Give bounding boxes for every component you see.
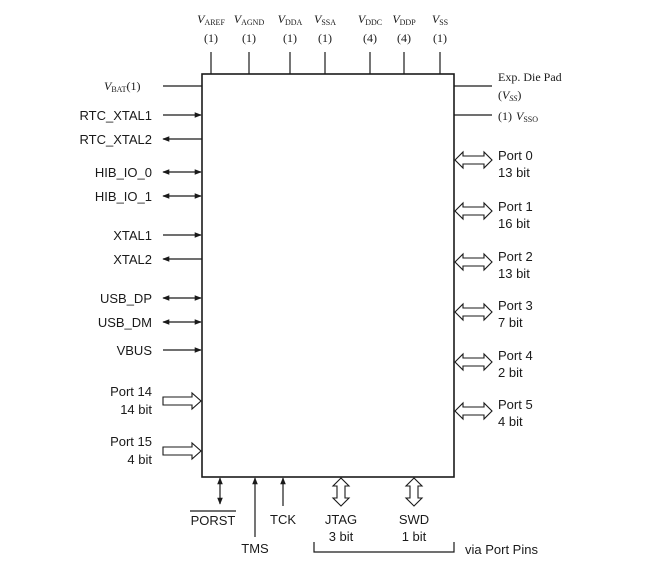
label-port14-width: 14 bit: [120, 402, 152, 417]
chip-body: [201, 73, 455, 478]
count-vss-top: (1): [433, 31, 447, 45]
label-port14-name: Port 14: [110, 384, 152, 399]
label-port0-width: 13 bit: [498, 165, 530, 180]
label-rtc-xtal2: RTC_XTAL2: [80, 132, 153, 147]
label-port3-name: Port 3: [498, 298, 533, 313]
count-vdda: (1): [283, 31, 297, 45]
label-port4-width: 2 bit: [498, 365, 523, 380]
label-usb-dp: USB_DP: [100, 291, 152, 306]
bus-arrow-port4: [454, 352, 493, 372]
label-exp-die-pad-vss: (VSS): [498, 88, 521, 103]
label-port15-name: Port 15: [110, 434, 152, 449]
label-port15-width: 4 bit: [127, 452, 152, 467]
label-vddp: VDDP: [392, 12, 416, 27]
count-vagnd: (1): [242, 31, 256, 45]
label-vssa: VSSA: [314, 12, 336, 27]
label-jtag-name: JTAG: [325, 512, 357, 527]
bus-arrow-port3: [454, 302, 493, 322]
label-rtc-xtal1: RTC_XTAL1: [80, 108, 153, 123]
label-vss-top: VSS: [432, 12, 448, 27]
label-vbus: VBUS: [117, 343, 153, 358]
bottom-pins: PORST TMS TCK JTAG 3 bit SWD 1 bit via P…: [190, 477, 538, 557]
bus-arrow-port5: [454, 401, 493, 421]
label-vagnd: VAGND: [234, 12, 265, 27]
bus-arrow-port14: [162, 391, 202, 411]
count-varef: (1): [204, 31, 218, 45]
label-usb-dm: USB_DM: [98, 315, 152, 330]
label-varef: VAREF: [197, 12, 225, 27]
label-porst: PORST: [191, 513, 236, 528]
bus-arrow-jtag: [331, 477, 351, 507]
label-port2-width: 13 bit: [498, 266, 530, 281]
label-port5-name: Port 5: [498, 397, 533, 412]
label-vdda: VDDA: [278, 12, 303, 27]
label-port1-width: 16 bit: [498, 216, 530, 231]
bus-arrow-port15: [162, 441, 202, 461]
label-port2-name: Port 2: [498, 249, 533, 264]
label-jtag-width: 3 bit: [329, 529, 354, 544]
count-vssa: (1): [318, 31, 332, 45]
bus-arrow-swd: [404, 477, 424, 507]
top-pins: VAREF (1) VAGND (1) VDDA (1) VSSA (1) VD…: [197, 12, 448, 74]
bracket-via-port-pins: [313, 542, 455, 553]
label-tck: TCK: [270, 512, 296, 527]
label-exp-die-pad: Exp. Die Pad: [498, 70, 562, 84]
label-vddc: VDDC: [358, 12, 382, 27]
label-port1-name: Port 1: [498, 199, 533, 214]
right-pins: Exp. Die Pad (VSS) (1)VSSO Port 0 13 bit…: [454, 70, 562, 429]
left-pins: VBAT(1) RTC_XTAL1 RTC_XTAL2 HIB_IO_0 HIB…: [80, 79, 202, 467]
label-port5-width: 4 bit: [498, 414, 523, 429]
bus-arrow-port2: [454, 252, 493, 272]
label-hib-io-1: HIB_IO_1: [95, 189, 152, 204]
label-port0-name: Port 0: [498, 148, 533, 163]
label-swd-name: SWD: [399, 512, 429, 527]
count-vddp: (4): [397, 31, 411, 45]
bus-arrow-port0: [454, 150, 493, 170]
bus-arrow-port1: [454, 201, 493, 221]
label-port4-name: Port 4: [498, 348, 533, 363]
label-swd-width: 1 bit: [402, 529, 427, 544]
label-via-port-pins: via Port Pins: [465, 542, 538, 557]
label-vsso: (1)VSSO: [498, 109, 538, 124]
label-hib-io-0: HIB_IO_0: [95, 165, 152, 180]
label-port3-width: 7 bit: [498, 315, 523, 330]
label-vbat: VBAT(1): [104, 79, 140, 94]
label-tms: TMS: [241, 541, 269, 556]
label-xtal2: XTAL2: [113, 252, 152, 267]
count-vddc: (4): [363, 31, 377, 45]
label-xtal1: XTAL1: [113, 228, 152, 243]
